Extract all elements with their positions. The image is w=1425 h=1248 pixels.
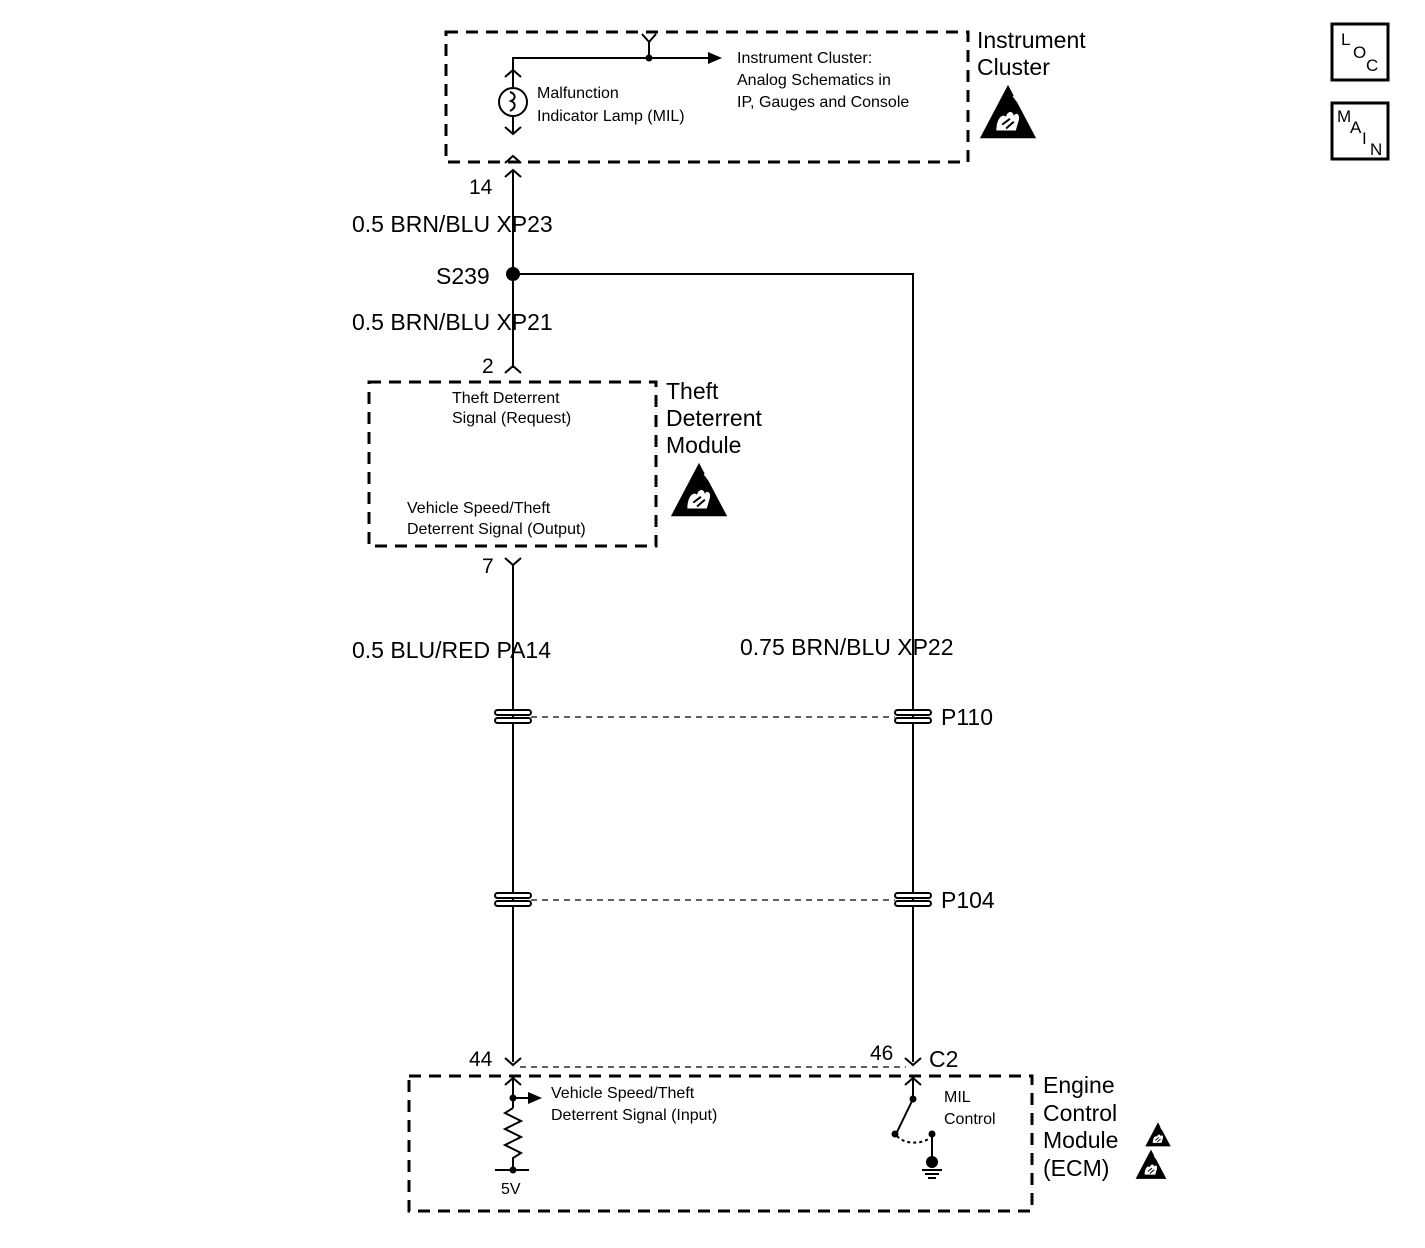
connector-p104-label: P104: [941, 887, 995, 913]
theft-output-label-2: Deterrent Signal (Output): [407, 521, 586, 538]
ic-reference-1: Instrument Cluster:: [737, 50, 872, 67]
ground-node-dot: [926, 1156, 938, 1168]
mil-switch-contact-bottom: [891, 1130, 899, 1138]
voltage-node-dot: [509, 1166, 517, 1174]
pin-2-label: 2: [482, 355, 494, 378]
main-letter-i: I: [1362, 129, 1367, 148]
wire-xp21-label: 0.5 BRN/BLU XP21: [352, 309, 553, 335]
mil-lamp-icon: [498, 87, 528, 117]
esd-warning-icon: [1134, 1148, 1168, 1181]
connector-p104: [494, 892, 932, 907]
mil-switch-actuator: [896, 1135, 931, 1144]
loc-letter-o: O: [1353, 43, 1366, 62]
ic-reference-arrow: [708, 52, 722, 64]
ecm-title-3: Module: [1043, 1127, 1118, 1153]
ic-internal-wire: [512, 57, 708, 72]
ecm-box: [407, 1074, 1034, 1213]
pin-2-connector: [504, 364, 522, 374]
instrument-cluster-title-1: Instrument: [977, 27, 1086, 53]
esd-warning-icon: [978, 83, 1038, 140]
ic-top-connector: [641, 33, 657, 58]
theft-module-title-3: Module: [666, 432, 741, 458]
pin-46-connector: [904, 1057, 922, 1067]
main-letter-a: A: [1350, 118, 1362, 137]
wire-xp22-label: 0.75 BRN/BLU XP22: [740, 634, 954, 660]
pull-up-resistor-icon: [502, 1107, 524, 1170]
theft-deterrent-module-box: [367, 380, 658, 548]
voltage-label: 5V: [501, 1181, 521, 1198]
connector-p110-label: P110: [941, 704, 993, 730]
loc-button[interactable]: L O C: [1330, 22, 1390, 82]
theft-module-title-2: Deterrent: [666, 405, 762, 431]
loc-letter-c: C: [1366, 56, 1378, 75]
loc-letter-l: L: [1341, 30, 1350, 49]
pin-14-label: 14: [469, 176, 493, 199]
ecm-input-upper-fork: [504, 1076, 522, 1108]
pin-7-label: 7: [482, 555, 494, 578]
esd-warning-icon: [669, 461, 729, 518]
main-letter-m: M: [1337, 107, 1351, 126]
pin-44-connector: [504, 1057, 522, 1067]
theft-request-label-2: Signal (Request): [452, 410, 571, 427]
ecm-connector-c2-label: C2: [929, 1046, 958, 1072]
ic-reference-2: Analog Schematics in: [737, 72, 891, 89]
pin-7-connector: [504, 557, 522, 567]
mil-control-label-2: Control: [944, 1111, 996, 1128]
ecm-input-label-1: Vehicle Speed/Theft: [551, 1085, 695, 1102]
instrument-cluster-box: [444, 30, 970, 164]
ecm-input-arrow: [528, 1092, 542, 1104]
wire-xp23-label: 0.5 BRN/BLU XP23: [352, 211, 553, 237]
theft-module-title-1: Theft: [666, 378, 719, 404]
ecm-title-2: Control: [1043, 1100, 1117, 1126]
splice-s239-label: S239: [436, 263, 490, 289]
wire-pa14-label: 0.5 BLU/RED PA14: [352, 637, 551, 663]
pin-44-label: 44: [469, 1048, 493, 1071]
mil-lamp-label-1: Malfunction: [537, 85, 619, 102]
instrument-cluster-title-2: Cluster: [977, 54, 1050, 80]
mil-control-label-1: MIL: [944, 1089, 971, 1106]
ecm-title-1: Engine: [1043, 1072, 1115, 1098]
mil-control-switch-icon: [896, 1098, 914, 1133]
ecm-title-4: (ECM): [1043, 1155, 1109, 1181]
ic-lamp-lower-fork: [504, 116, 522, 136]
theft-output-label-1: Vehicle Speed/Theft: [407, 500, 551, 517]
esd-warning-icon: [1144, 1121, 1172, 1148]
theft-request-label-1: Theft Deterrent: [452, 390, 560, 407]
ic-lamp-upper-fork: [504, 68, 522, 88]
ic-reference-3: IP, Gauges and Console: [737, 94, 909, 111]
connector-p110: [494, 709, 932, 724]
ecm-input-label-2: Deterrent Signal (Input): [551, 1107, 717, 1124]
wire-xp22-upper: [513, 273, 914, 700]
main-letter-n: N: [1370, 140, 1382, 159]
ground-icon: [922, 1169, 942, 1179]
main-button[interactable]: M A I N: [1330, 101, 1390, 161]
mil-lamp-label-2: Indicator Lamp (MIL): [537, 108, 685, 125]
pin-46-label: 46: [870, 1042, 893, 1065]
